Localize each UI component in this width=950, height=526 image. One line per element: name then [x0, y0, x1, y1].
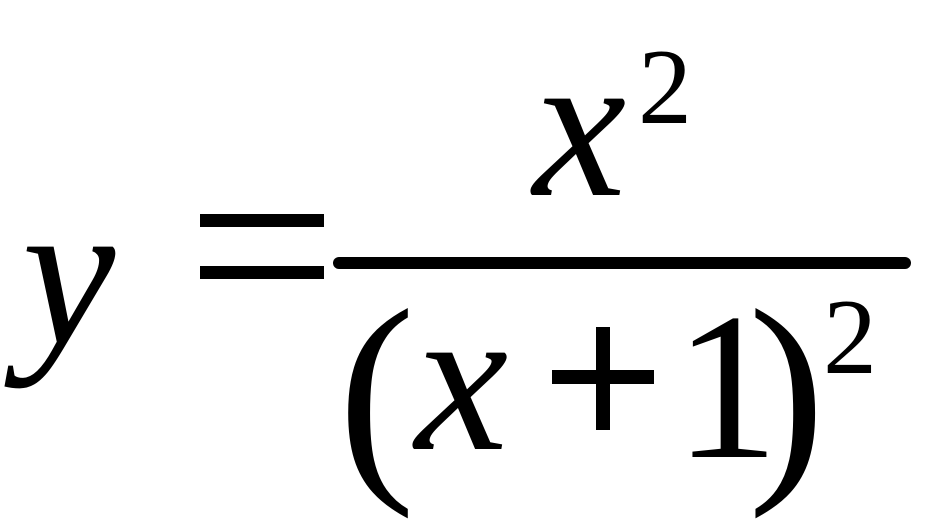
denominator-constant-one: 1: [674, 271, 779, 503]
denominator-variable-x: x: [415, 263, 509, 495]
denominator-close-paren: ): [748, 263, 826, 520]
equals-sign-top-bar: [200, 214, 324, 227]
denominator-exponent: 2: [823, 278, 877, 397]
denominator-open-paren: (: [338, 263, 416, 520]
plus-sign-vertical: [596, 327, 610, 430]
lhs-variable-y: y: [22, 157, 116, 389]
fraction-bar: [333, 257, 911, 269]
numerator-variable-x: x: [533, 9, 627, 241]
numerator-exponent: 2: [638, 28, 692, 147]
equals-sign-bottom-bar: [200, 266, 324, 279]
